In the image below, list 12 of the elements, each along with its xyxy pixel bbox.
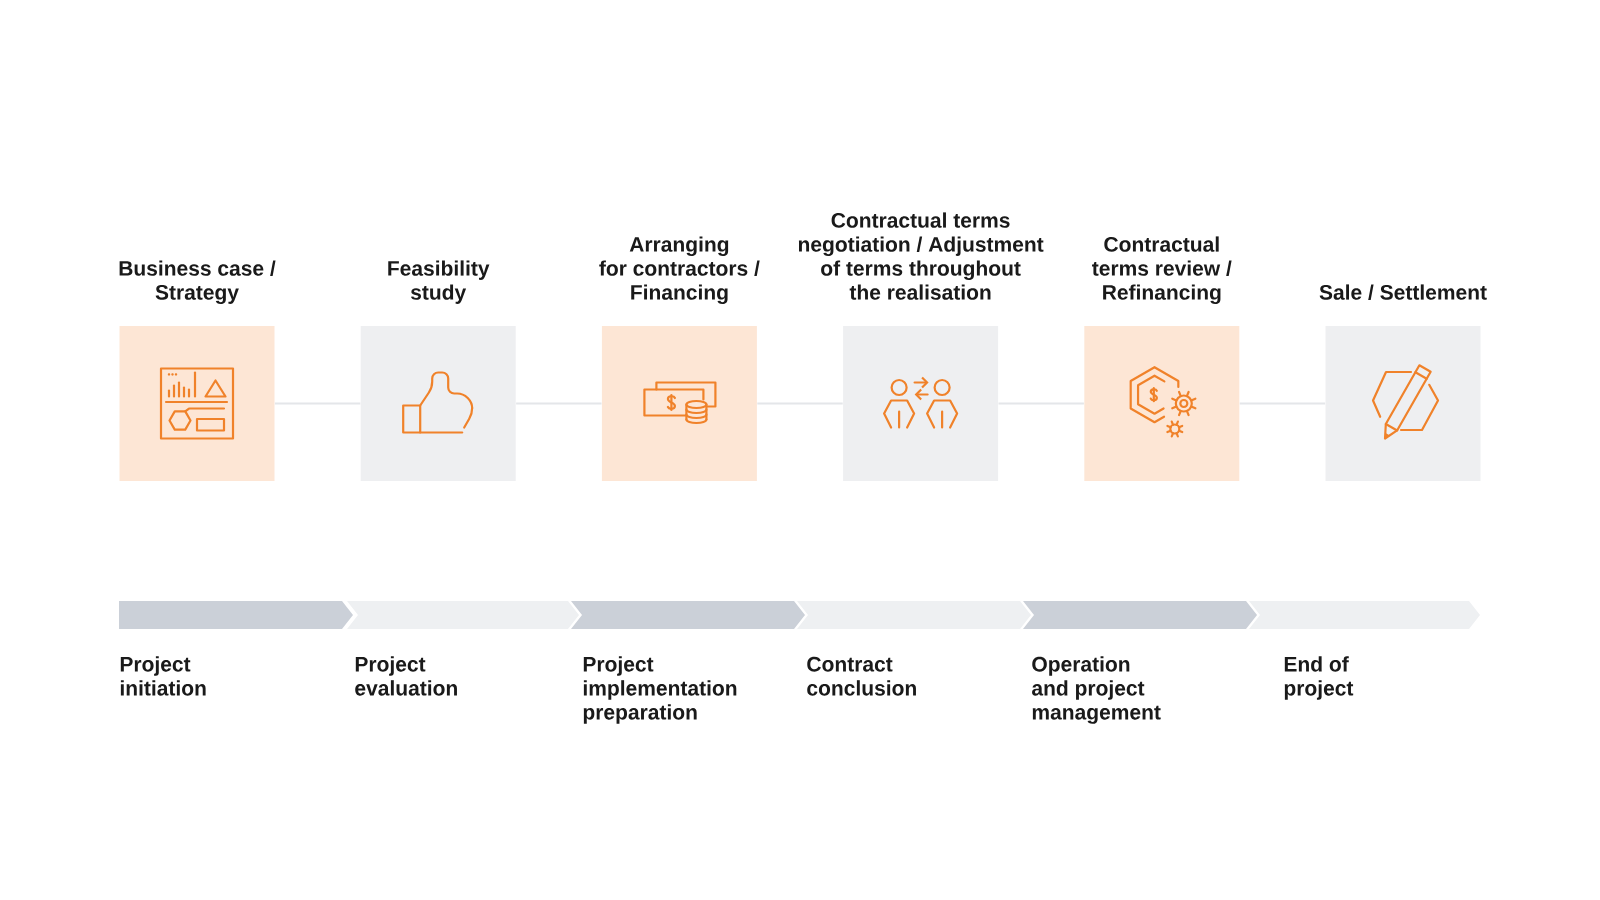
step-heading: Contractual terms negotiation / Adjustment of terms throughout the realisation	[798, 212, 1044, 300]
step-heading: Contractual terms review / Refinancing	[1092, 236, 1232, 305]
phase-label: End of project	[1284, 656, 1354, 700]
phase-label: Project initiation	[120, 656, 206, 696]
step-heading: Sale / Settlement	[1319, 284, 1487, 300]
phase-label: Project evaluation	[355, 656, 457, 696]
phase-label: Project implementation preparation	[583, 656, 737, 724]
step-heading: Feasibility study	[388, 260, 490, 304]
step-heading: Business case / Strategy	[119, 260, 276, 305]
step-heading: Arranging for contractors / Financing	[599, 236, 760, 305]
phase-label: Contract conclusion	[807, 656, 916, 696]
phase-label: Operation and project management	[1032, 656, 1161, 724]
